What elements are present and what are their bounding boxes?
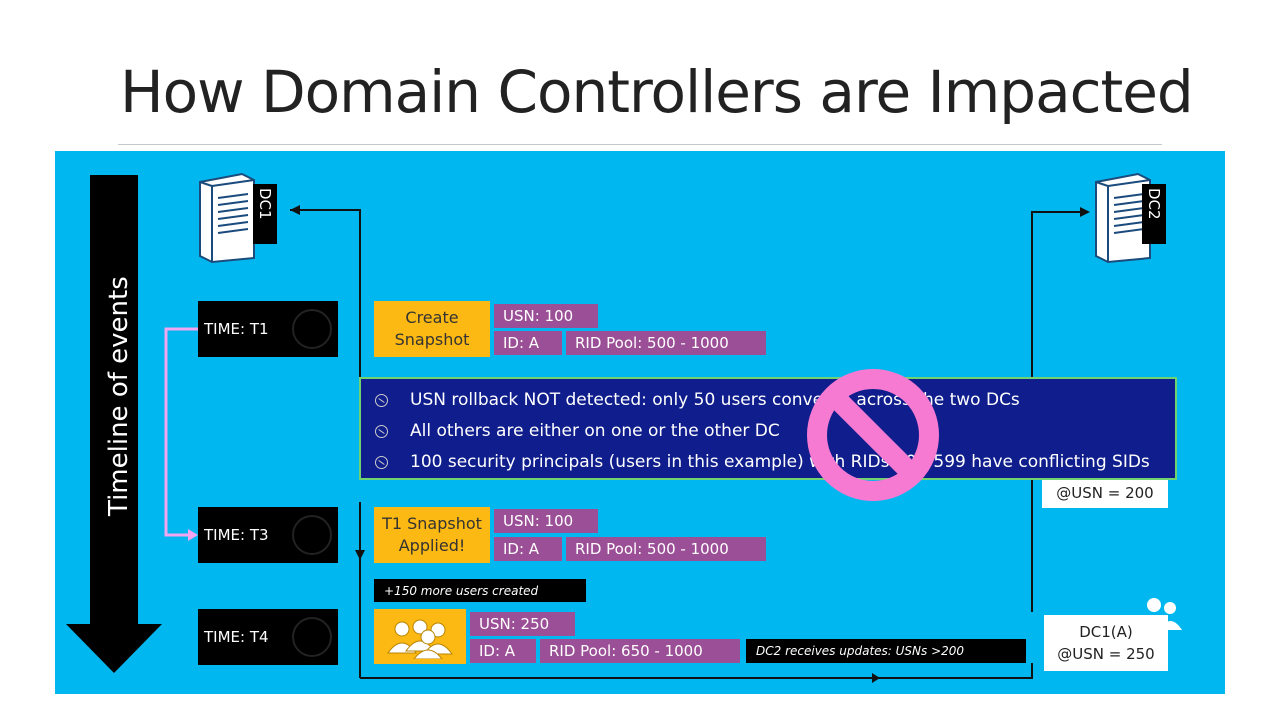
callout-box: USN rollback NOT detected: only 50 users… <box>359 377 1177 480</box>
dc2-status-line2: @USN = 250 <box>1057 645 1155 663</box>
prohibited-icon <box>807 369 939 501</box>
callout-list: USN rollback NOT detected: only 50 users… <box>361 379 1175 478</box>
t1-rid-pool: RID Pool: 500 - 1000 <box>566 331 766 355</box>
title-divider <box>118 144 1162 145</box>
callout-item-text: USN rollback NOT detected: only 50 users… <box>410 390 1020 410</box>
more-users-note: +150 more users created <box>374 579 586 602</box>
t1-id: ID: A <box>494 331 562 355</box>
timeline-label: Timeline of events <box>104 276 134 516</box>
rollback-bracket <box>164 327 199 537</box>
callout-item: 100 security principals (users in this e… <box>375 447 1175 478</box>
dc2-connector-line <box>1031 211 1088 378</box>
create-snapshot-box: Create Snapshot <box>374 301 490 357</box>
time-t3-box: TIME: T3 <box>198 507 338 563</box>
users-group-box <box>374 609 466 664</box>
dc1-label: DC1 <box>253 184 277 244</box>
dc1-connector-line <box>290 209 361 378</box>
bottom-connector-line <box>360 663 1033 679</box>
bullet-icon <box>375 394 388 407</box>
bullet-icon <box>375 425 388 438</box>
snapshot-applied-label: T1 Snapshot Applied! <box>382 514 482 555</box>
users-group-icon <box>387 619 453 659</box>
dc2-status-line1: DC1(A) <box>1079 623 1133 641</box>
time-t1-label: TIME: T1 <box>204 320 269 338</box>
t3-usn: USN: 100 <box>494 509 598 533</box>
time-t4-box: TIME: T4 <box>198 609 338 665</box>
callout-item: USN rollback NOT detected: only 50 users… <box>375 385 1175 416</box>
dc2-label: DC2 <box>1142 184 1166 244</box>
time-t3-label: TIME: T3 <box>204 526 269 544</box>
callout-item-text: 100 security principals (users in this e… <box>410 452 1150 472</box>
t3-id: ID: A <box>494 537 562 561</box>
t4-usn: USN: 250 <box>470 612 575 636</box>
create-snapshot-label: Create Snapshot <box>394 308 470 349</box>
t4-rid-pool: RID Pool: 650 - 1000 <box>540 639 740 663</box>
t1-usn: USN: 100 <box>494 304 598 328</box>
clock-icon <box>292 309 332 349</box>
dc2-receives-updates-note: DC2 receives updates: USNs >200 <box>746 639 1026 663</box>
t3-rid-pool: RID Pool: 500 - 1000 <box>566 537 766 561</box>
users-icon <box>1142 598 1182 630</box>
page-title: How Domain Controllers are Impacted <box>120 58 1194 126</box>
time-t4-label: TIME: T4 <box>204 628 269 646</box>
callout-item: All others are either on one or the othe… <box>375 416 1175 447</box>
dc2-usn-200: @USN = 200 <box>1042 478 1168 508</box>
callout-item-text: All others are either on one or the othe… <box>410 421 780 441</box>
timeline-arrow <box>66 175 162 673</box>
snapshot-applied-box: T1 Snapshot Applied! <box>374 507 490 563</box>
time-t1-box: TIME: T1 <box>198 301 338 357</box>
dc1-arrowhead <box>290 205 300 215</box>
clock-icon <box>292 515 332 555</box>
bullet-icon <box>375 456 388 469</box>
clock-icon <box>292 617 332 657</box>
dc2-server-icon <box>1095 172 1151 264</box>
t4-id: ID: A <box>470 639 536 663</box>
dc1-server-icon <box>199 172 255 264</box>
